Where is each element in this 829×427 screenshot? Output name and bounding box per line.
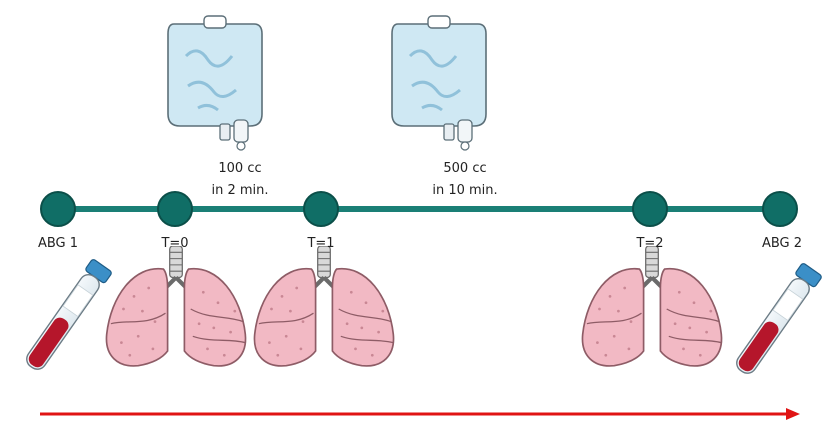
infusion-duration-1: in 2 min. [211, 180, 268, 202]
timeline-node-abg1 [41, 192, 75, 226]
infusion-volume-1: 100 cc [218, 158, 261, 180]
timeline-node-t2 [633, 192, 667, 226]
timeline-node-abg2 [763, 192, 797, 226]
timeline-node-t0 [158, 192, 192, 226]
blood-tube-icon [22, 259, 113, 374]
timepoint-label-t2: T=2 [636, 236, 663, 251]
timepoint-label-abg2: ABG 2 [762, 236, 802, 251]
iv-bag-icon [168, 16, 262, 150]
time-arrow-icon [40, 408, 800, 420]
iv-bag-icon [392, 16, 486, 150]
infusion-volume-2: 500 cc [443, 158, 486, 180]
infusion-duration-2: in 10 min. [432, 180, 497, 202]
lungs-icon [254, 246, 393, 366]
lungs-icon [106, 246, 245, 366]
lungs-icon [582, 246, 721, 366]
timepoint-label-t0: T=0 [161, 236, 188, 251]
timeline-node-t1 [304, 192, 338, 226]
timepoint-label-abg1: ABG 1 [38, 236, 78, 251]
timepoint-label-t1: T=1 [307, 236, 334, 251]
blood-tube-icon [732, 263, 823, 378]
